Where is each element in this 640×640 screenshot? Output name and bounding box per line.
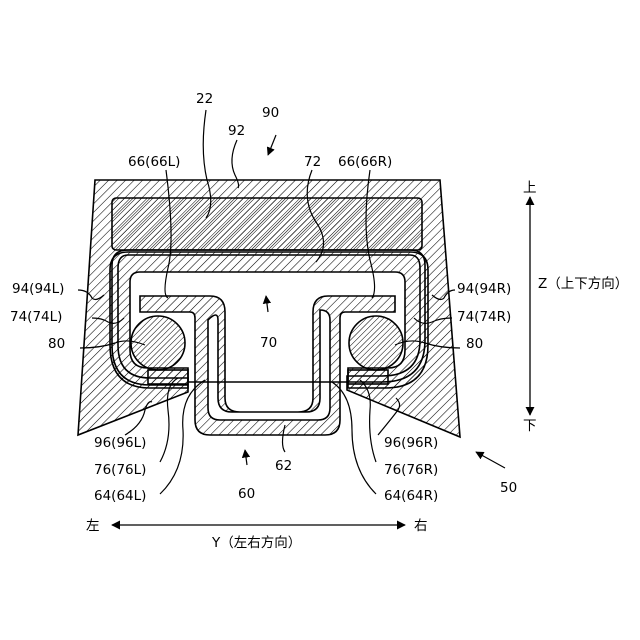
label-70: 70 (260, 335, 277, 351)
cord-80R (349, 316, 403, 370)
y-axis-left-label: 左 (86, 518, 100, 534)
label-50: 50 (500, 480, 517, 496)
label-62: 62 (275, 458, 292, 474)
label-64L: 64(64L) (94, 488, 146, 504)
label-74R: 74(74R) (457, 309, 511, 325)
label-66R: 66(66R) (338, 154, 392, 170)
z-axis-title: Z（上下方向） (538, 276, 628, 292)
y-axis-right-label: 右 (414, 518, 428, 534)
label-72: 72 (304, 154, 321, 170)
z-axis-bottom-label: 下 (523, 418, 537, 434)
label-94R: 94(94R) (457, 281, 511, 297)
label-64R: 64(64R) (384, 488, 438, 504)
label-22: 22 (196, 91, 213, 107)
hook-76R (348, 370, 388, 384)
label-96L: 96(96L) (94, 435, 146, 451)
core-member-22 (112, 198, 422, 250)
label-92: 92 (228, 123, 245, 139)
z-axis-top-label: 上 (523, 180, 537, 196)
label-90: 90 (262, 105, 279, 121)
label-76R: 76(76R) (384, 462, 438, 478)
label-80L: 80 (48, 336, 65, 352)
label-96R: 96(96R) (384, 435, 438, 451)
label-60: 60 (238, 486, 255, 502)
y-axis-title: Y（左右方向） (211, 535, 301, 551)
label-94L: 94(94L) (12, 281, 64, 297)
hook-76L (148, 370, 188, 384)
label-80R: 80 (466, 336, 483, 352)
label-74L: 74(74L) (10, 309, 62, 325)
label-66L: 66(66L) (128, 154, 180, 170)
label-76L: 76(76L) (94, 462, 146, 478)
